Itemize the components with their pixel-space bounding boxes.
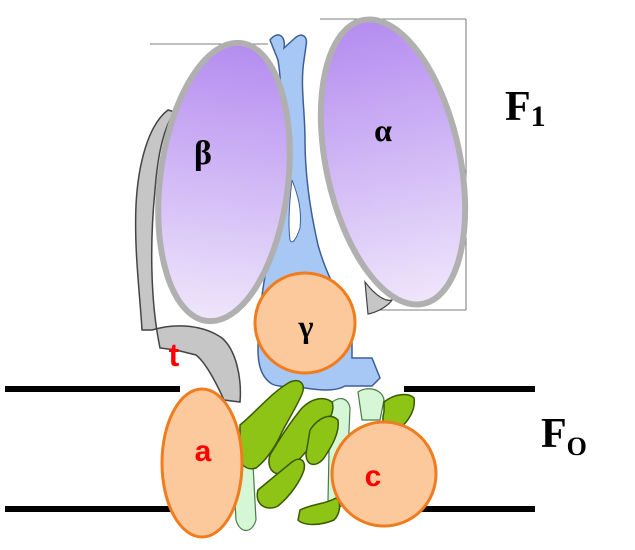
- beta-subunit: [155, 39, 293, 325]
- stator-stalk-grey-right: [364, 279, 394, 315]
- gamma-stalk-blue-inner: [288, 179, 301, 243]
- c-subunit: [330, 420, 438, 528]
- label-f1-main: F: [505, 84, 531, 130]
- label-t: t: [169, 337, 180, 373]
- label-a: a: [195, 435, 212, 468]
- label-gamma: γ: [298, 308, 314, 344]
- gamma-subunit: [253, 271, 357, 375]
- a-subunit: [160, 387, 244, 539]
- label-f1-sub: 1: [531, 100, 546, 133]
- label-c: c: [365, 460, 382, 493]
- label-fo-main: F: [541, 411, 567, 457]
- membrane: [5, 386, 535, 512]
- c-ring-green: [238, 380, 416, 526]
- label-beta: β: [194, 135, 212, 172]
- stator-stalk-grey: [134, 109, 242, 403]
- label-f1: F1: [505, 84, 546, 133]
- label-fo: FO: [541, 411, 587, 461]
- label-fo-sub: O: [567, 432, 587, 461]
- label-alpha: α: [374, 112, 392, 148]
- alpha-subunit: [317, 16, 469, 308]
